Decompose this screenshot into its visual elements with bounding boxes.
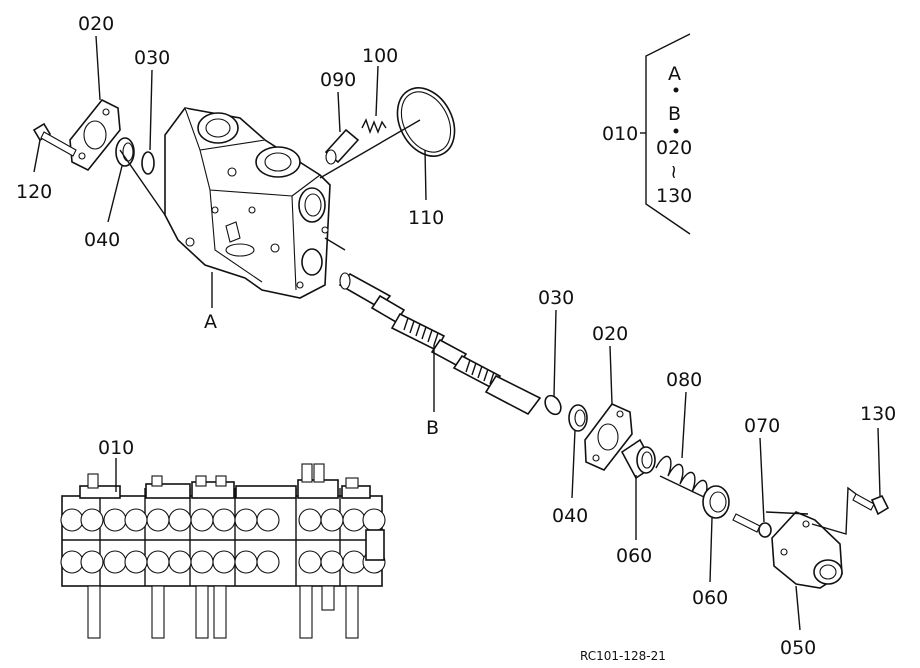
legend-b: B bbox=[668, 103, 681, 125]
collar-040-top bbox=[115, 137, 135, 167]
leader-080 bbox=[681, 391, 687, 459]
flange-plate-020-top bbox=[69, 98, 121, 172]
label-020-mid: 020 bbox=[592, 323, 628, 345]
leader-060-b bbox=[709, 517, 713, 583]
leader-020-mid bbox=[609, 345, 613, 405]
axis-line-housing bbox=[324, 237, 346, 251]
label-A: A bbox=[204, 311, 217, 333]
end-cap-050 bbox=[771, 511, 843, 589]
collar-040-mid bbox=[568, 404, 588, 432]
reference-code: RC101-128-21 bbox=[580, 649, 666, 663]
leader-120 bbox=[33, 139, 41, 173]
retainer-060-a bbox=[620, 438, 656, 480]
axis-line-right bbox=[811, 486, 857, 535]
label-040-mid: 040 bbox=[552, 505, 588, 527]
label-040-top: 040 bbox=[84, 229, 120, 251]
valve-bank-assembly-010 bbox=[60, 463, 386, 639]
label-080: 080 bbox=[666, 369, 702, 391]
label-090: 090 bbox=[320, 69, 356, 91]
label-060-a: 060 bbox=[616, 545, 652, 567]
label-130: 130 bbox=[860, 403, 896, 425]
legend-tilde: ~ bbox=[663, 164, 685, 180]
leader-100 bbox=[375, 65, 379, 117]
retainer-060-b bbox=[702, 485, 730, 519]
label-030-mid: 030 bbox=[538, 287, 574, 309]
leader-020-top bbox=[95, 35, 101, 101]
spring-080 bbox=[655, 455, 708, 501]
label-050: 050 bbox=[780, 637, 816, 659]
bolt-130 bbox=[852, 493, 890, 516]
legend-number: 010 bbox=[602, 123, 638, 145]
leader-030-mid bbox=[553, 309, 557, 397]
leader-040-mid bbox=[571, 429, 576, 499]
axis-line-left bbox=[119, 149, 166, 216]
bolt-120 bbox=[32, 122, 77, 157]
label-110: 110 bbox=[408, 207, 444, 229]
axis-line-top bbox=[319, 119, 421, 179]
label-010-asm: 010 bbox=[98, 437, 134, 459]
assembly-legend bbox=[640, 33, 691, 235]
screw-070 bbox=[732, 513, 772, 538]
leader-030-top bbox=[149, 69, 153, 151]
label-070: 070 bbox=[744, 415, 780, 437]
plug-090 bbox=[324, 128, 360, 165]
valve-housing-A bbox=[164, 107, 331, 299]
spring-100 bbox=[361, 118, 387, 135]
leader-070 bbox=[759, 437, 765, 523]
leader-090 bbox=[337, 91, 341, 133]
leader-050 bbox=[795, 585, 801, 631]
o-ring-030-mid bbox=[544, 394, 562, 416]
label-060-b: 060 bbox=[692, 587, 728, 609]
legend-020: 020 bbox=[656, 137, 692, 159]
leader-040-top bbox=[107, 165, 123, 223]
legend-a: A bbox=[668, 63, 681, 85]
leader-130 bbox=[877, 427, 881, 497]
axis-line-mid bbox=[765, 511, 809, 515]
label-020-top: 020 bbox=[78, 13, 114, 35]
leader-110 bbox=[424, 149, 427, 201]
label-100: 100 bbox=[362, 45, 398, 67]
legend-130: 130 bbox=[656, 185, 692, 207]
label-B: B bbox=[426, 417, 439, 439]
o-ring-030-top bbox=[141, 151, 155, 175]
flange-plate-020-mid bbox=[584, 403, 633, 471]
label-120: 120 bbox=[16, 181, 52, 203]
spool-B bbox=[338, 272, 542, 416]
label-030-top: 030 bbox=[134, 47, 170, 69]
